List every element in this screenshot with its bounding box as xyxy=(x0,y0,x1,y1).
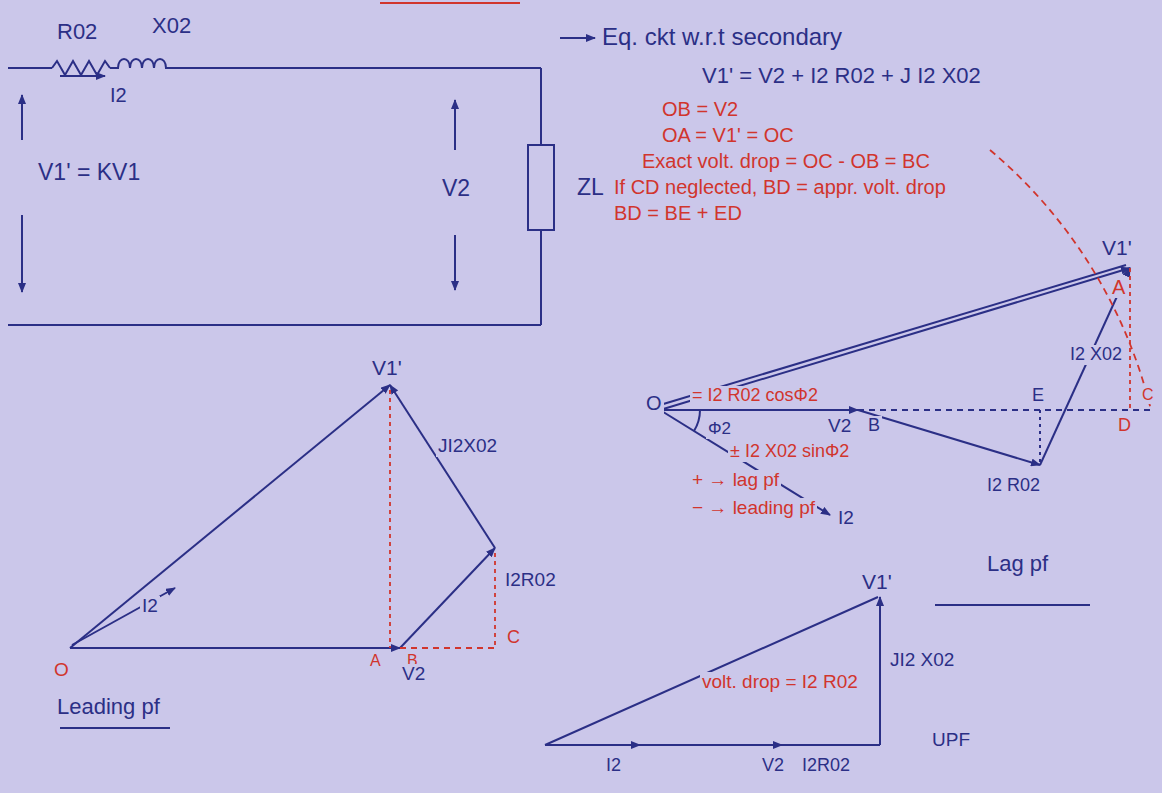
phasor-label: I2R02 xyxy=(503,570,558,591)
phasor-label: B xyxy=(866,416,882,436)
phasor-label: I2R02 xyxy=(800,756,852,776)
reactance-label: X02 xyxy=(150,14,193,38)
phasor-label: I2 R02 xyxy=(985,476,1042,496)
current-label: I2 xyxy=(108,84,129,106)
v2-phasor xyxy=(640,744,782,746)
phasor-label: A xyxy=(1110,276,1127,298)
phasor-label: A xyxy=(368,652,383,670)
phasor-label: C xyxy=(1140,386,1156,404)
inductor-symbol xyxy=(110,59,180,68)
resistive-drop xyxy=(782,744,880,746)
phasor-label: − → leading pf xyxy=(690,498,817,519)
phasor-label: O xyxy=(52,660,71,681)
voltage-arrow xyxy=(454,235,456,290)
phasor-label: D xyxy=(1116,416,1133,436)
note: OB = V2 xyxy=(660,98,740,120)
note: BD = BE + ED xyxy=(612,202,744,224)
projection-line xyxy=(1039,410,1041,465)
current-arrow xyxy=(60,75,105,77)
voltage-label: V1' = KV1 xyxy=(36,160,142,185)
phasor-label: V1' xyxy=(1100,236,1134,259)
note: If CD neglected, BD = appr. volt. drop xyxy=(612,176,948,198)
underline xyxy=(60,727,170,729)
phasor-label: volt. drop = I2 R02 xyxy=(700,672,860,693)
caption-note: Eq. ckt w.r.t secondary xyxy=(600,24,844,50)
wire xyxy=(540,230,542,325)
phasor-label: V1' xyxy=(370,356,404,379)
phasor-label: V2 xyxy=(760,756,786,776)
red-underline xyxy=(380,2,520,4)
voltage-arrow xyxy=(21,95,23,140)
phasor-label: C xyxy=(505,628,522,648)
phasor-label: + → lag pf xyxy=(690,470,781,491)
phasor-label: Leading pf xyxy=(55,695,162,719)
radius-arc xyxy=(990,150,1151,410)
phasor-label: I2 xyxy=(836,508,856,529)
v2-phasor xyxy=(70,647,400,649)
resistor-symbol xyxy=(52,61,110,75)
current-phasor xyxy=(545,744,640,746)
phasor-label: V2 xyxy=(400,664,427,685)
phasor-label: Lag pf xyxy=(985,552,1050,576)
angle-arc xyxy=(694,410,700,431)
wire xyxy=(8,324,541,326)
phasor-label: V2 xyxy=(826,416,853,437)
wire xyxy=(180,67,541,69)
underline xyxy=(935,604,1090,606)
phasor-label: E xyxy=(1030,386,1046,406)
resistance-label: R02 xyxy=(55,20,99,44)
v1-phasor xyxy=(70,385,390,648)
projection-line xyxy=(858,409,1150,411)
phasor-label: O xyxy=(644,392,664,414)
v1-phasor xyxy=(545,597,878,745)
phasor-label: I2 xyxy=(140,596,160,617)
projection-line xyxy=(1129,268,1131,410)
wire xyxy=(540,68,542,145)
note: OA = V1' = OC xyxy=(660,124,796,146)
v1-phasor xyxy=(660,265,1126,405)
voltage-arrow xyxy=(454,100,456,150)
phasor-label: JI2 X02 xyxy=(888,650,956,671)
load-label: ZL xyxy=(575,175,606,200)
resistive-drop xyxy=(400,548,495,648)
current-phasor xyxy=(72,588,175,645)
projection-line xyxy=(494,553,496,648)
pointer-arrow xyxy=(560,37,595,39)
phasor-label: I2 X02 xyxy=(1068,345,1124,365)
reactive-drop xyxy=(879,597,881,745)
wire xyxy=(8,67,52,69)
phasor-equation: V1' = V2 + I2 R02 + J I2 X02 xyxy=(700,64,983,88)
projection-line xyxy=(389,390,391,648)
projection-line xyxy=(400,647,495,649)
voltage-arrow xyxy=(21,215,23,292)
v1-phasor xyxy=(660,268,1130,410)
phasor-label: Φ2 xyxy=(706,420,733,439)
note: Exact volt. drop = OC - OB = BC xyxy=(640,150,932,172)
phasor-label: = I2 R02 cosΦ2 xyxy=(690,386,820,406)
phasor-label: ± I2 X02 sinΦ2 xyxy=(728,442,851,462)
load-impedance xyxy=(528,145,554,230)
v2-phasor xyxy=(660,409,858,411)
phasor-label: UPF xyxy=(930,730,972,751)
voltage-label: V2 xyxy=(440,176,472,201)
phasor-label: JI2X02 xyxy=(436,436,499,457)
resistive-drop xyxy=(858,410,1040,465)
phasor-label: V1' xyxy=(860,570,894,593)
reactive-drop xyxy=(390,385,495,548)
phasor-label: I2 xyxy=(604,756,623,776)
